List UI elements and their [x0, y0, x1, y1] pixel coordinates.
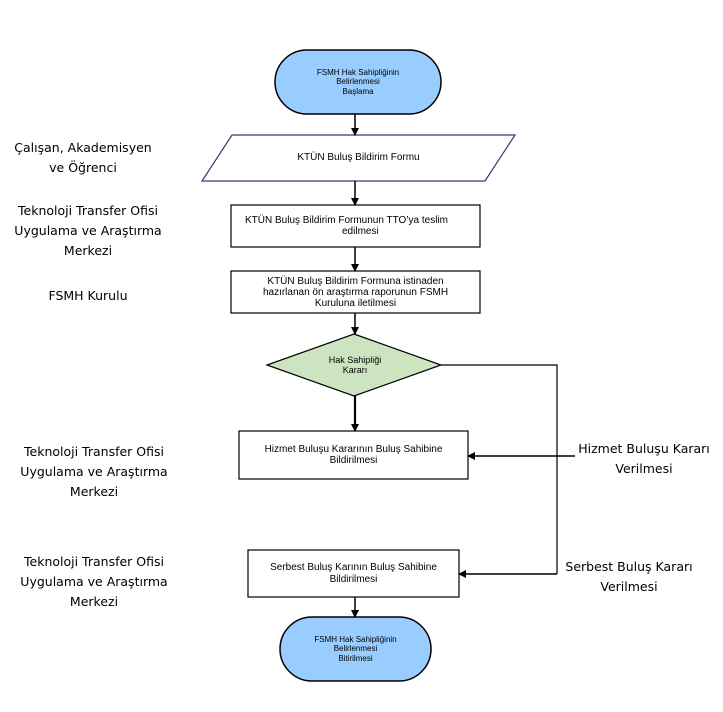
- start-terminal-text: FSMH Hak Sahipliğinin Belirlenmesi Başla…: [275, 50, 441, 114]
- actor-employee-line-2: ve Öğrenci: [49, 160, 117, 175]
- end-line-1: FSMH Hak Sahipliğinin: [314, 635, 397, 645]
- free-line-1: Serbest Buluş Karının Buluş Sahibine: [270, 562, 437, 573]
- free-process-box: [247, 549, 460, 598]
- form-parallelogram: [200, 134, 517, 182]
- end-line-2: Belirlenmesi: [333, 644, 378, 654]
- actor-board-line-1: FSMH Kurulu: [48, 288, 128, 303]
- submit-process-box: [230, 204, 481, 248]
- end-line-3: Bitirilmesi: [338, 653, 373, 663]
- submit-text: KTÜN Buluş Bildirim Formunun TTO’ya tesl…: [231, 205, 480, 247]
- service-process-box: [238, 430, 469, 480]
- decision-line-2: Kararı: [342, 365, 368, 375]
- actor-tto-1: Teknoloji Transfer Ofisi Uygulama ve Ara…: [0, 201, 176, 261]
- start-line-3: Başlama: [342, 86, 374, 96]
- outcome-free: Serbest Buluş Kararı Verilmesi: [554, 557, 704, 597]
- decision-branch-line: [441, 364, 558, 574]
- actor-tto-3-line-2: Uygulama ve Araştırma: [20, 574, 168, 589]
- actor-employee: Çalışan, Akademisyen ve Öğrenci: [4, 138, 162, 178]
- outcome-service: Hizmet Buluşu Kararı Verilmesi: [565, 439, 723, 479]
- outcome-free-line-1: Serbest Buluş Kararı: [565, 559, 693, 574]
- decision-line-1: Hak Sahipliği: [328, 354, 382, 365]
- decision-text: Hak Sahipliği Kararı: [300, 345, 410, 385]
- outcome-service-line-1: Hizmet Buluşu Kararı: [578, 441, 710, 456]
- outcome-free-line-2: Verilmesi: [600, 579, 658, 594]
- report-line-1: KTÜN Buluş Bildirim Formuna istinaden: [267, 275, 444, 287]
- actor-board: FSMH Kurulu: [10, 286, 166, 306]
- start-line-1: FSMH Hak Sahipliğinin: [316, 68, 400, 78]
- start-line-2: Belirlenmesi: [336, 77, 380, 87]
- end-terminal-text: FSMH Hak Sahipliğinin Belirlenmesi Bitir…: [280, 617, 431, 681]
- report-line-2: hazırlanan ön araştırma raporunun FSMH: [262, 286, 449, 298]
- actor-tto-1-line-3: Merkezi: [63, 243, 113, 258]
- outcome-service-line-2: Verilmesi: [615, 461, 673, 476]
- service-line-2: Bildirilmesi: [329, 455, 378, 466]
- service-text: Hizmet Buluşu Kararının Buluş Sahibine B…: [239, 431, 468, 479]
- actor-tto-2-line-3: Merkezi: [69, 484, 119, 499]
- form-label: KTÜN Buluş Bildirim Formu: [297, 152, 420, 164]
- submit-line-2: edilmesi: [342, 226, 379, 237]
- report-line-3: Kuruluna iletilmesi: [314, 297, 397, 309]
- free-line-2: Bildirilmesi: [329, 573, 378, 585]
- actor-tto-3: Teknoloji Transfer Ofisi Uygulama ve Ara…: [6, 552, 182, 612]
- actor-tto-2-line-2: Uygulama ve Araştırma: [20, 464, 168, 479]
- actor-tto-2-line-1: Teknoloji Transfer Ofisi: [24, 444, 164, 459]
- actor-employee-line-1: Çalışan, Akademisyen: [14, 140, 152, 155]
- report-text: KTÜN Buluş Bildirim Formuna istinaden ha…: [231, 271, 480, 313]
- actor-tto-3-line-3: Merkezi: [69, 594, 119, 609]
- actor-tto-3-line-1: Teknoloji Transfer Ofisi: [24, 554, 164, 569]
- actor-tto-1-line-1: Teknoloji Transfer Ofisi: [18, 203, 158, 218]
- actor-tto-2: Teknoloji Transfer Ofisi Uygulama ve Ara…: [6, 442, 182, 502]
- submit-line-1: KTÜN Buluş Bildirim Formunun TTO’ya tesl…: [245, 214, 449, 226]
- start-terminal: [274, 49, 442, 115]
- actor-tto-1-line-2: Uygulama ve Araştırma: [14, 223, 162, 238]
- free-text: Serbest Buluş Karının Buluş Sahibine Bil…: [248, 550, 459, 597]
- service-line-1: Hizmet Buluşu Kararının Buluş Sahibine: [264, 443, 443, 455]
- form-text: KTÜN Buluş Bildirim Formu: [232, 135, 485, 181]
